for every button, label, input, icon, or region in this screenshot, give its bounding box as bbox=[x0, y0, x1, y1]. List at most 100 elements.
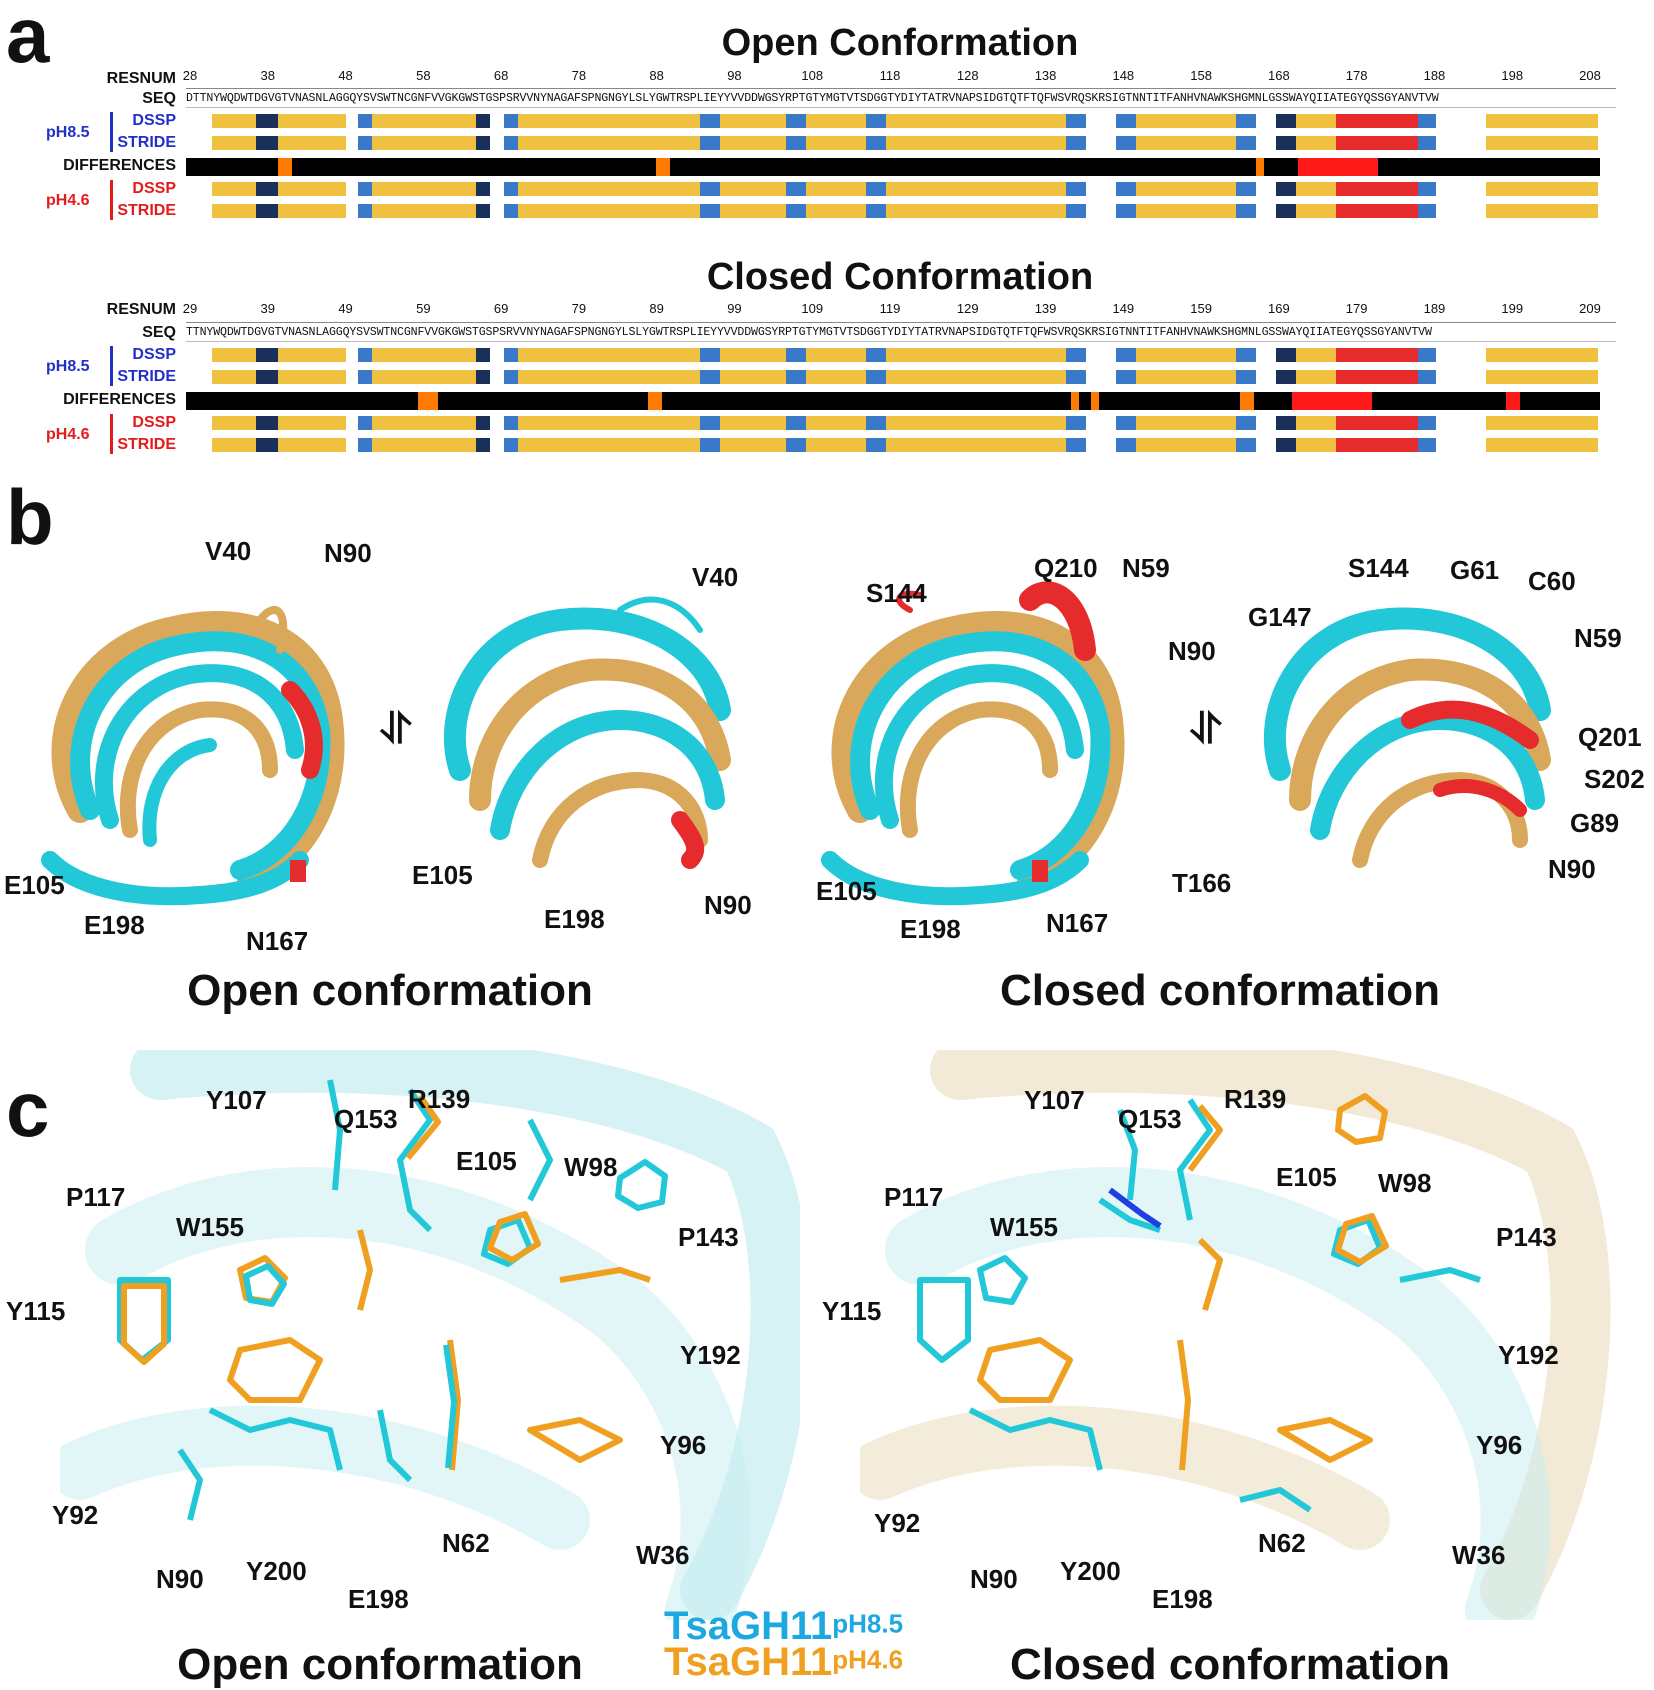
c-closed-y92: Y92 bbox=[874, 1508, 921, 1538]
ss-segment bbox=[504, 370, 518, 384]
legend-ph85-sup: pH8.5 bbox=[832, 1608, 904, 1639]
ss-segment bbox=[700, 182, 720, 196]
ss-segment bbox=[1486, 438, 1598, 452]
ph85-bracket-open bbox=[110, 112, 113, 152]
panel-c-letter: c bbox=[6, 1065, 50, 1153]
c-closed-n90: N90 bbox=[970, 1564, 1018, 1594]
ss-segment bbox=[372, 416, 476, 430]
ss-segment bbox=[1136, 416, 1236, 430]
label-closed-rot-n90: N90 bbox=[1548, 854, 1596, 884]
ss-segment bbox=[476, 114, 490, 128]
ss-segment bbox=[476, 416, 490, 430]
ss-segment bbox=[490, 438, 504, 452]
ss-segment bbox=[1418, 348, 1436, 362]
ss-segment bbox=[1236, 438, 1256, 452]
protein-structure-open-rotated bbox=[443, 596, 731, 869]
dssp-label-open-ph85: DSSP bbox=[132, 112, 176, 129]
ss-segment bbox=[476, 438, 490, 452]
label-closed-rot-q201: Q201 bbox=[1578, 722, 1642, 752]
ss-segment bbox=[786, 114, 806, 128]
ss-segment bbox=[1336, 416, 1418, 430]
ss-segment bbox=[278, 348, 346, 362]
ss-segment bbox=[1116, 204, 1136, 218]
ss-segment bbox=[1486, 114, 1598, 128]
ss-segment bbox=[1418, 204, 1436, 218]
protein-structure-closed-front bbox=[821, 581, 1125, 906]
ss-segment bbox=[1256, 416, 1276, 430]
ss-segment bbox=[256, 136, 278, 150]
c-open-e105: E105 bbox=[456, 1146, 517, 1176]
c-closed-y107: Y107 bbox=[1024, 1085, 1085, 1115]
ss-segment bbox=[256, 438, 278, 452]
ss-segment bbox=[186, 370, 212, 384]
ss-segment bbox=[490, 114, 504, 128]
ss-segment bbox=[212, 114, 256, 128]
ss-segment bbox=[212, 348, 256, 362]
ss-segment bbox=[700, 204, 720, 218]
diff-mark bbox=[1292, 392, 1372, 410]
label-closed-rot-c60: C60 bbox=[1528, 566, 1576, 596]
resnum-tick: 159 bbox=[1190, 301, 1212, 316]
panel-c-closed-caption: Closed conformation bbox=[1009, 1640, 1451, 1689]
resnum-tick: 29 bbox=[182, 301, 198, 316]
c-open-y96: Y96 bbox=[660, 1430, 707, 1460]
resnum-tick: 189 bbox=[1423, 301, 1446, 316]
ss-segment bbox=[1256, 348, 1276, 362]
ss-segment bbox=[1066, 370, 1086, 384]
resnum-tick: 49 bbox=[338, 301, 353, 316]
ss-segment bbox=[346, 136, 358, 150]
ss-segment bbox=[1436, 348, 1486, 362]
resnum-tick: 139 bbox=[1034, 301, 1057, 316]
ph46-bracket-open bbox=[110, 180, 113, 220]
ss-segment bbox=[1136, 348, 1236, 362]
resnum-tick: 179 bbox=[1345, 301, 1368, 316]
ss-segment bbox=[1066, 114, 1086, 128]
ss-segment bbox=[1236, 204, 1256, 218]
ss-segment bbox=[518, 438, 700, 452]
ss-track-open-ph46-stride bbox=[186, 202, 1616, 220]
ss-segment bbox=[1236, 182, 1256, 196]
ss-segment bbox=[186, 182, 212, 196]
ss-segment bbox=[1086, 136, 1116, 150]
c-open-p117: P117 bbox=[66, 1182, 126, 1212]
active-site-open bbox=[60, 1050, 800, 1620]
ss-segment bbox=[866, 204, 886, 218]
ss-segment bbox=[886, 114, 1066, 128]
ss-segment bbox=[1086, 416, 1116, 430]
ss-segment bbox=[358, 136, 372, 150]
ss-segment bbox=[504, 438, 518, 452]
c-closed-w155: W155 bbox=[990, 1212, 1058, 1242]
ss-segment bbox=[1066, 416, 1086, 430]
ss-segment bbox=[1296, 114, 1336, 128]
ss-segment bbox=[278, 136, 346, 150]
ss-segment bbox=[518, 416, 700, 430]
ss-segment bbox=[1336, 182, 1418, 196]
legend-ph85: TsaGH11pH8.5 bbox=[664, 1604, 903, 1649]
ss-segment bbox=[806, 416, 866, 430]
ss-segment bbox=[1256, 136, 1276, 150]
ss-segment bbox=[518, 204, 700, 218]
ss-segment bbox=[1296, 348, 1336, 362]
ss-segment bbox=[186, 416, 212, 430]
resnum-tick: 58 bbox=[416, 68, 431, 83]
resnum-label-closed: RESNUM bbox=[106, 301, 176, 318]
ss-segment bbox=[1436, 182, 1486, 196]
diff-mark bbox=[1091, 392, 1099, 410]
resnum-tick: 178 bbox=[1345, 68, 1368, 83]
ss-segment bbox=[866, 370, 886, 384]
c-open-y115: Y115 bbox=[6, 1296, 66, 1326]
ss-track-open-ph85-stride bbox=[186, 134, 1616, 152]
ss-segment bbox=[1418, 114, 1436, 128]
sequence-open: DTTNYWQDWTDGVGTVNASNLAGGQYSVSWTNCGNFVVGK… bbox=[186, 88, 1616, 108]
ss-segment bbox=[278, 438, 346, 452]
rotation-symbol-open: ⥯ bbox=[380, 705, 412, 752]
ss-segment bbox=[886, 204, 1066, 218]
ss-segment bbox=[1598, 136, 1616, 150]
ss-segment bbox=[1116, 438, 1136, 452]
ss-segment bbox=[1066, 182, 1086, 196]
ss-segment bbox=[212, 182, 256, 196]
c-open-q153: Q153 bbox=[334, 1104, 398, 1134]
dssp-label-open-ph46: DSSP bbox=[132, 180, 176, 197]
ss-track-closed-ph46-stride bbox=[186, 436, 1616, 454]
ss-segment bbox=[1336, 136, 1418, 150]
